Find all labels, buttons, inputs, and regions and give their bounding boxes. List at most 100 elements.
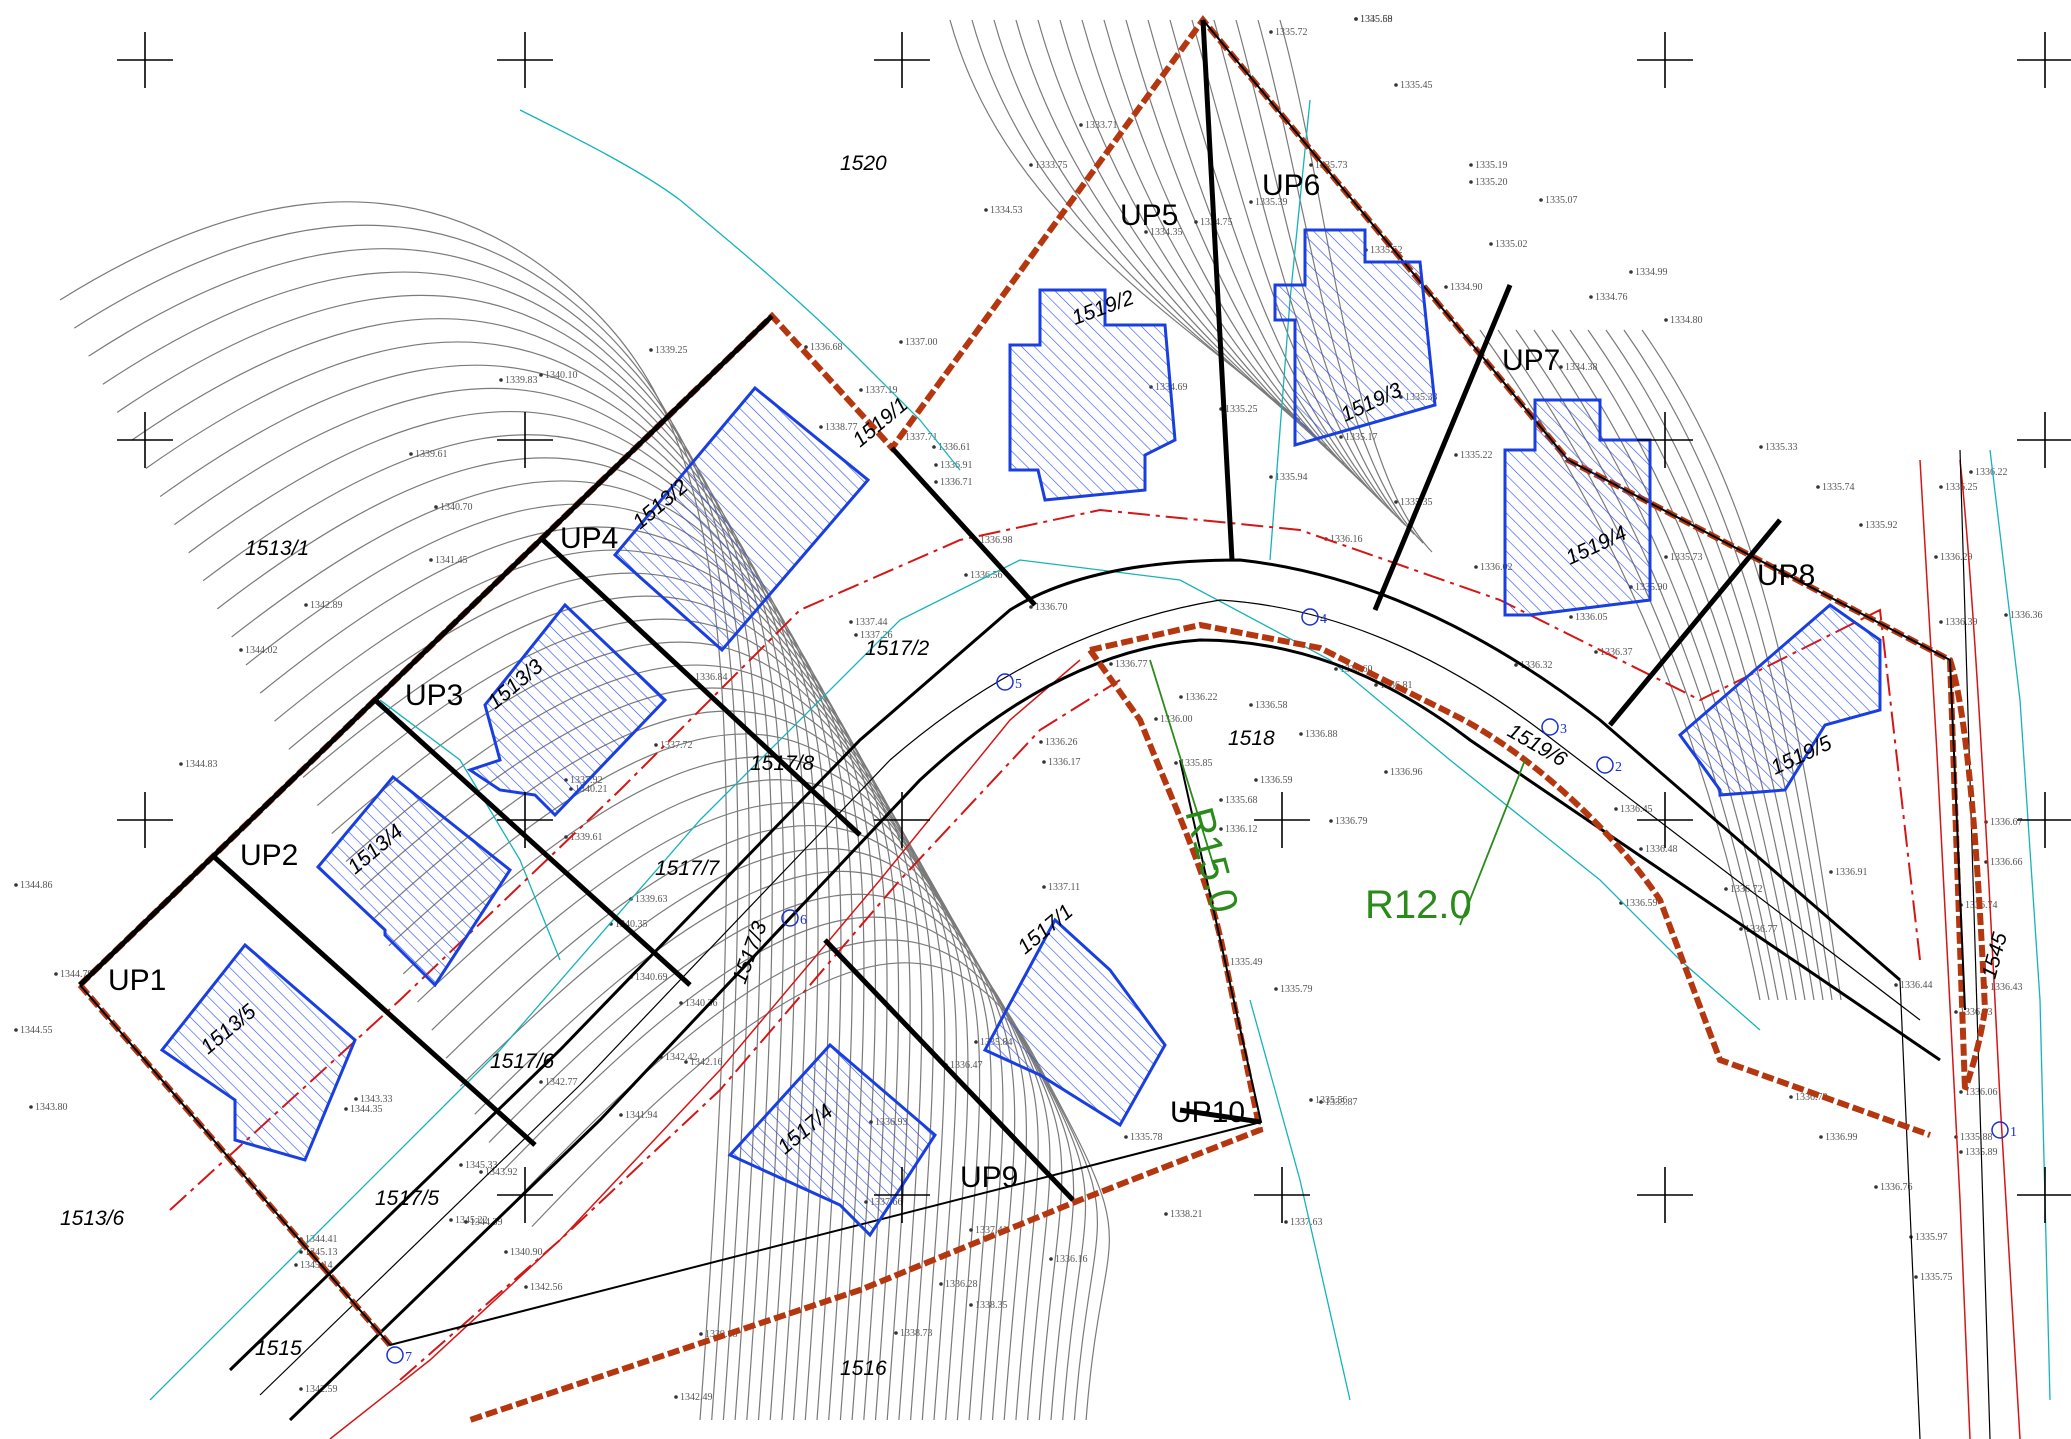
elevation-value: 1336.77 [1745,924,1778,935]
contour-line [1059,19,1345,465]
elevation-value: 1342.49 [680,1392,713,1403]
plot-label-up2: UP2 [240,839,298,872]
elevation-spot: 1338.21 [1164,1209,1203,1220]
building-footprints [159,228,1882,1238]
elevation-value: 1335.17 [1345,432,1378,443]
elevation-value: 1335.39 [1255,197,1288,208]
elevation-value: 1336.70 [1035,602,1068,613]
elevation-spot: 1335.72 [1269,27,1308,38]
contour-line [88,248,750,1421]
elevation-spot: 1344.83 [179,759,218,770]
elevation-value: 1340.21 [575,784,608,795]
contour-lines [59,19,1842,1421]
radius-annotations [1149,659,1526,926]
elevation-spot: 1335.75 [1914,1272,1953,1283]
survey-point-label: 2 [1615,760,1622,775]
elevation-spot: 1335.92 [1859,520,1898,531]
elevation-value: 1344.35 [350,1104,383,1115]
elevation-value: 1335.97 [1915,1232,1948,1243]
elevation-value: 1335.68 [1225,795,1258,806]
elevation-spot: 1335.20 [1469,177,1508,188]
elevation-value: 1336.06 [1965,1087,1998,1098]
contour-line [73,224,739,1421]
elevation-value: 1335.35 [1400,497,1433,508]
elevation-value: 1335.07 [1545,195,1578,206]
elevation-value: 1336.00 [1160,714,1193,725]
building-1513-5 [159,942,357,1162]
elevation-value: 1335.33 [1765,442,1798,453]
elevation-spot: 1340.90 [504,1247,543,1258]
elevation-value: 1334.35 [1150,227,1183,238]
plot-label-up10: UP10 [1170,1096,1245,1129]
elevation-value: 1336.17 [1048,757,1081,768]
elevation-value: 1335.79 [1280,984,1313,995]
survey-point-label: 3 [1560,722,1567,737]
parcel-label: 1517/7 [655,857,721,880]
elevation-value: 1335.73 [1670,552,1703,563]
plot-label-up4: UP4 [560,522,618,555]
elevation-spot: 1336.59 [1254,775,1293,786]
contour-line [145,341,796,1421]
elevation-spot: 1342.16 [684,1057,723,1068]
crosshair-marker-icon [2017,1167,2071,1223]
contour-line [259,526,888,1421]
crosshair-marker-icon [2017,412,2071,468]
elevation-value: 1342.16 [690,1057,723,1068]
elevation-spot: 1336.05 [1569,612,1608,623]
elevation-value: 1336.26 [1045,737,1078,748]
elevation-value: 1335.78 [1130,1132,1163,1143]
elevation-spot: 1335.39 [1249,197,1288,208]
elevation-value: 1336.61 [938,442,971,453]
elevation-spot: 1336.37 [1594,647,1633,658]
elevation-value: 1337.26 [860,630,893,641]
parcel-label: 1517/8 [750,752,815,775]
crosshair-marker-icon [1637,1167,1693,1223]
parcel-label: 1518 [1228,727,1275,750]
elevation-spot: 1345.22 [449,1215,488,1226]
elevation-value: 1338.35 [975,1300,1008,1311]
elevation-spot: 1336.29 [1934,552,1973,563]
elevation-spot: 1344.55 [14,1025,53,1036]
elevation-spot: 1336.22 [1179,692,1218,703]
building-1519-3 [1273,228,1437,447]
elevation-spot: 1337.00 [899,337,938,348]
crosshair-marker-icon [117,792,173,848]
parcel-label: 1517/6 [490,1050,555,1073]
radius-label-r12: R12.0 [1365,883,1472,927]
elevation-spot: 1335.22 [1454,450,1493,461]
elevation-spot: 1337.63 [1284,1217,1323,1228]
elevation-value: 1334.80 [1670,315,1703,326]
elevation-spot: 1334.99 [1629,267,1668,278]
elevation-spot: 1336.72 [1724,884,1763,895]
contour-line [488,893,1075,1421]
road-centerline [259,449,1991,1439]
elevation-value: 1345.14 [300,1260,333,1271]
elevation-spot: 1337.11 [1042,882,1080,893]
contour-line [474,871,1063,1421]
contour-line [388,733,992,1421]
contour-line [517,939,1098,1421]
elevation-value: 1336.12 [1225,824,1258,835]
elevation-value: 1336.84 [695,672,728,683]
elevation-spot: 1336.91 [1829,867,1868,878]
parcel-label: 1513/1 [245,537,309,560]
elevation-value: 1337.00 [905,337,938,348]
survey-point-icon: 5 [996,673,1022,692]
elevation-spot: 1335.74 [1816,482,1855,493]
survey-point-label: 4 [1320,612,1327,627]
elevation-spot: 1336.00 [1154,714,1193,725]
survey-point-label: 6 [800,913,807,928]
survey-point-icon: 4 [1301,608,1327,627]
building-1519-2 [1008,288,1177,502]
crosshair-marker-icon [497,32,553,88]
elevation-value: 1343.80 [35,1102,68,1113]
elevation-spot: 1336.61 [932,442,971,453]
crosshair-marker-icon [874,32,930,88]
elevation-spot: 1335.78 [1124,1132,1163,1143]
elevation-value: 1345.22 [455,1215,488,1226]
elevation-value: 1336.48 [1645,844,1678,855]
survey-point-icon: 1 [1991,1121,2017,1140]
elevation-spot: 1339.83 [499,375,538,386]
elevation-spot: 1343.92 [479,1167,518,1178]
